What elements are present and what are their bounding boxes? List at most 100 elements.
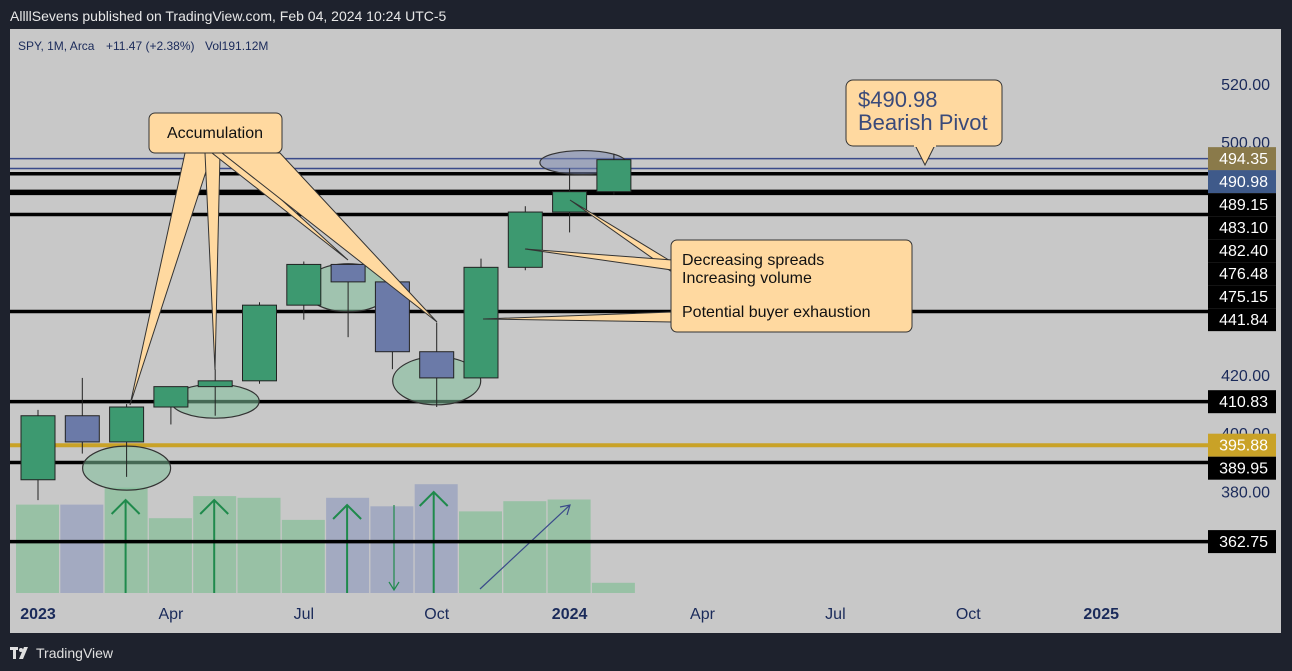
level-label-box [1208,239,1276,263]
level-label: 441.84 [1219,312,1268,329]
time-tick-label: Apr [158,606,184,623]
tradingview-logo-icon [10,647,28,659]
arrow-shaft [479,504,571,590]
pivot-price: $490.98 [858,87,938,112]
candle [552,168,588,233]
level-label-box [1208,216,1276,240]
candle [596,153,632,195]
candle-body [64,415,100,443]
volume-bar [591,582,635,593]
accumulation-label: Accumulation [167,125,263,142]
candle [330,263,366,338]
level-label: 395.88 [1219,438,1268,455]
level-label-box [1208,285,1276,309]
down-arrow-icon [388,505,400,592]
time-scale[interactable] [10,597,1281,633]
volume-bar [60,504,104,593]
legend-change: +11.47 (+2.38%) [106,39,195,53]
note-text: Decreasing spreads [682,252,824,269]
arrow-head [332,503,362,520]
time-tick-label: 2024 [552,606,588,623]
candle-body [153,386,189,408]
volume-bar [459,511,502,593]
candle-body [20,415,56,481]
candle [242,302,277,384]
level-labels: 494.3525d 6h490.98489.15483.10482.40476.… [1208,147,1276,554]
candle [463,258,499,379]
legend-volume: Vol191.12M [205,39,268,53]
volume-bar [16,504,59,593]
arrow-head [559,504,571,516]
level-label: 494.35 [1219,151,1268,168]
arrow-head [199,498,229,515]
up-arrow-icon [332,503,362,593]
time-tick-label: Apr [690,606,716,623]
level-label-box [1208,147,1276,171]
candle-body [242,304,277,382]
candle [419,322,455,408]
pivot-pointer-join [914,143,936,147]
time-tick-label: Jul [294,606,314,623]
price-tick-label: 420.00 [1221,368,1270,385]
note-callout [670,239,913,333]
publish-header: AllllSevens published on TradingView.com… [10,8,447,24]
level-label-box [1208,170,1276,194]
volume-bar [370,506,414,593]
level-label-box [1208,530,1276,554]
candle [507,206,543,271]
level-label: 476.48 [1219,266,1268,283]
level-label: 410.83 [1219,394,1268,411]
time-tick-label: 2023 [20,606,56,623]
candle [286,261,322,320]
level-label-box [1208,193,1276,217]
level-label-box [1208,390,1276,414]
candle-body [463,266,499,379]
candle-body [109,406,145,443]
candle [64,377,100,454]
candle-body [507,211,543,268]
level-label: 475.15 [1219,289,1268,306]
candle [109,404,145,477]
candle [197,369,233,416]
volume-bar [414,484,458,593]
arrow-head [388,581,400,592]
candle-body [552,191,588,213]
level-label: 489.15 [1219,197,1268,214]
level-label-box [1208,433,1276,457]
level-label: 389.95 [1219,461,1268,478]
note-text: Increasing volume [682,270,812,287]
level-label-box [1208,456,1276,480]
candle [20,409,56,501]
arrow-head [110,498,141,515]
time-tick-label: Oct [956,606,981,623]
level-label: 483.10 [1219,220,1268,237]
arrow-head [418,490,449,507]
level-label-box [1208,262,1276,286]
candles [20,153,632,501]
level-label: 362.75 [1219,534,1268,551]
candle-body [419,351,455,379]
legend-symbol: SPY, 1M, Arca [18,39,95,53]
level-label: 490.98 [1219,174,1268,191]
up-arrow-icon [110,498,141,593]
level-label-box [1208,308,1276,332]
candle-body [330,263,366,283]
price-tick-label: 520.00 [1221,77,1270,94]
candle [153,386,189,425]
volume-bar [281,519,325,593]
accumulation-callout [148,112,283,154]
time-tick-label: Jul [825,606,845,623]
footer: TradingView [10,645,113,661]
price-tick-label: 380.00 [1221,484,1270,501]
time-tick-label: Oct [424,606,449,623]
pivot-label: Bearish Pivot [858,110,988,135]
volume-bar [237,497,281,593]
candle-body [286,263,322,306]
note-text: Potential buyer exhaustion [682,304,871,321]
volume-bar [547,499,591,593]
time-tick-label: 2025 [1083,606,1119,623]
volume-bar [148,518,192,593]
footer-brand: TradingView [36,645,114,661]
